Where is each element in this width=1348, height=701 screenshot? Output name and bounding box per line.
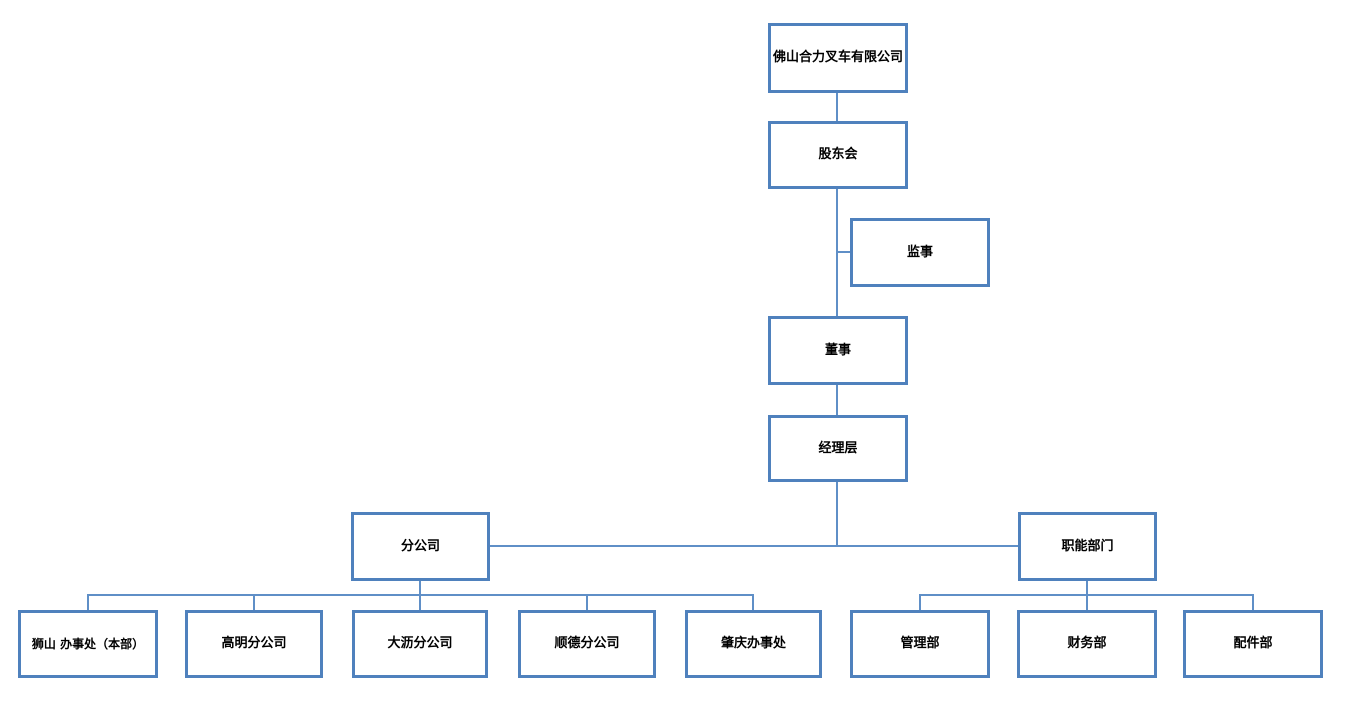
connector-stub-finance-dept (1086, 594, 1088, 610)
org-node-parts-dept: 配件部 (1183, 610, 1323, 678)
org-node-management-label: 经理层 (818, 440, 858, 456)
org-node-company-label: 佛山合力叉车有限公司 (773, 50, 904, 66)
connector-stub-gaoming (253, 594, 255, 610)
org-node-mgmt-dept: 管理部 (850, 610, 990, 678)
connector-director-management (836, 385, 838, 415)
org-node-branches: 分公司 (351, 512, 490, 581)
connector-stub-zhaoqing (752, 594, 754, 610)
connector-functional-stub (1086, 581, 1088, 595)
org-node-company: 佛山合力叉车有限公司 (768, 23, 908, 93)
connector-stub-dali (419, 594, 421, 610)
connector-stub-shishan (87, 594, 89, 610)
connector-branches-functional-rail (490, 545, 1018, 547)
connector-stub-parts-dept (1252, 594, 1254, 610)
connector-company-shareholders (836, 93, 838, 121)
org-node-shunde-label: 顺德分公司 (554, 636, 620, 652)
connector-stub-mgmt-dept (919, 594, 921, 610)
org-node-finance-dept-label: 财务部 (1067, 636, 1107, 652)
org-node-functional-label: 职能部门 (1061, 538, 1114, 554)
org-node-supervisor-label: 监事 (906, 244, 933, 260)
org-node-dali-label: 大沥分公司 (387, 636, 453, 652)
connector-branches-stub (419, 581, 421, 595)
connector-management-trunk (836, 482, 838, 546)
org-node-shishan-label: 狮山 办事处（本部） (31, 636, 145, 651)
org-node-zhaoqing-label: 肇庆办事处 (720, 636, 786, 652)
org-node-shareholders: 股东会 (768, 121, 908, 189)
org-node-director: 董事 (768, 316, 908, 385)
org-node-finance-dept: 财务部 (1017, 610, 1157, 678)
org-node-shunde: 顺德分公司 (518, 610, 656, 678)
org-node-functional: 职能部门 (1018, 512, 1157, 581)
org-node-branches-label: 分公司 (400, 538, 440, 554)
org-node-shareholders-label: 股东会 (818, 147, 858, 163)
org-node-director-label: 董事 (824, 342, 851, 358)
org-node-gaoming: 高明分公司 (185, 610, 323, 678)
org-node-dali: 大沥分公司 (352, 610, 488, 678)
org-node-zhaoqing: 肇庆办事处 (685, 610, 822, 678)
org-node-shishan: 狮山 办事处（本部） (18, 610, 158, 678)
org-node-supervisor: 监事 (850, 218, 990, 287)
org-node-mgmt-dept-label: 管理部 (900, 636, 940, 652)
connector-stub-shunde (586, 594, 588, 610)
org-node-parts-dept-label: 配件部 (1233, 636, 1273, 652)
org-node-management: 经理层 (768, 415, 908, 482)
org-node-gaoming-label: 高明分公司 (221, 636, 287, 652)
connector-supervisor-branch (837, 251, 851, 253)
